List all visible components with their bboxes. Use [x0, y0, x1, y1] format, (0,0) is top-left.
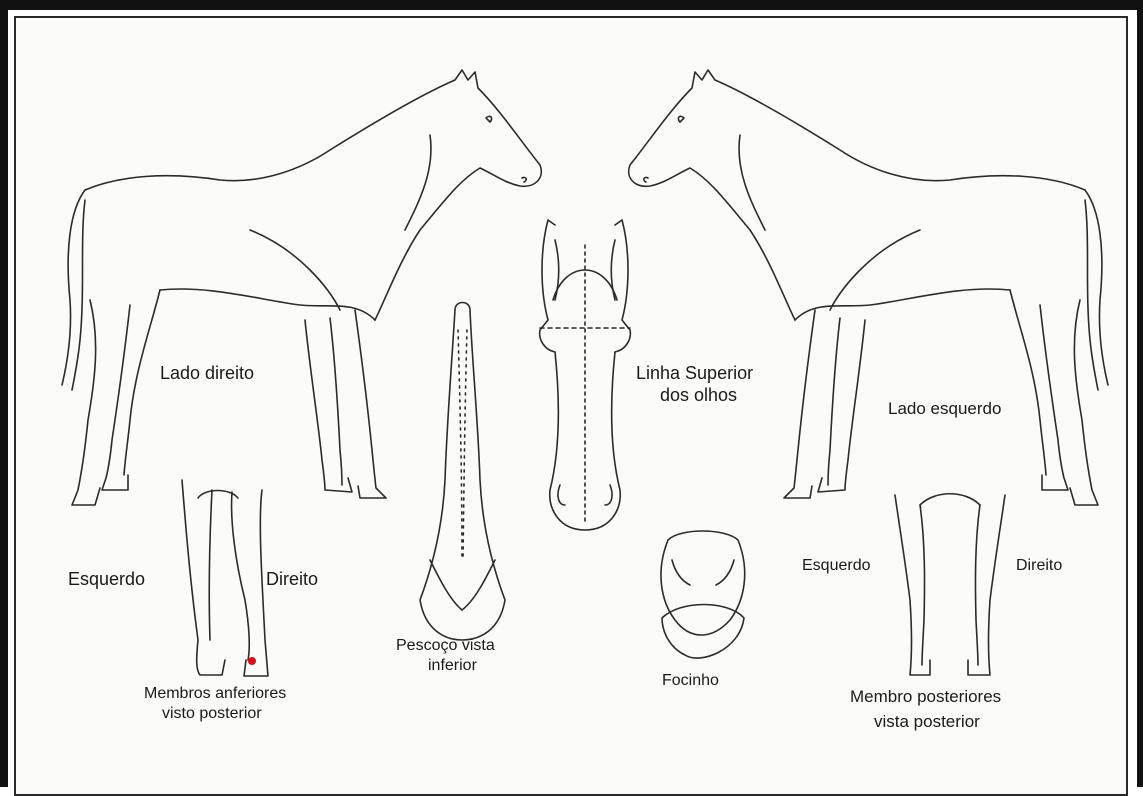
- label-forelimbs-caption-1: Membros anferiores: [144, 684, 286, 703]
- neck-inferior-view-figure: [420, 303, 505, 641]
- label-fore-right: Direito: [266, 568, 318, 590]
- label-forelimbs-caption-2: visto posterior: [162, 704, 262, 723]
- label-right-side: Lado direito: [160, 362, 254, 384]
- label-left-side: Lado esquerdo: [888, 398, 1001, 419]
- forelimbs-posterior-figure: [182, 480, 268, 676]
- label-hindlimbs-caption-2: vista posterior: [874, 711, 980, 732]
- label-hindlimbs-caption-1: Membro posteriores: [850, 686, 1001, 707]
- muzzle-figure: [661, 531, 745, 658]
- label-eye-line-2: dos olhos: [660, 384, 737, 406]
- head-front-view-figure: [540, 220, 631, 530]
- label-fore-left: Esquerdo: [68, 568, 145, 590]
- horse-right-side-figure: [62, 70, 541, 505]
- hindlimbs-posterior-figure: [895, 494, 1005, 675]
- label-muzzle: Focinho: [662, 671, 719, 690]
- horse-left-side-figure: [629, 70, 1108, 505]
- label-hind-left: Esquerdo: [802, 556, 871, 575]
- label-neck-caption-2: inferior: [428, 656, 477, 675]
- label-eye-line-1: Linha Superior: [636, 362, 753, 384]
- label-neck-caption-1: Pescoço vista: [396, 636, 495, 655]
- label-hind-right: Direito: [1016, 556, 1062, 575]
